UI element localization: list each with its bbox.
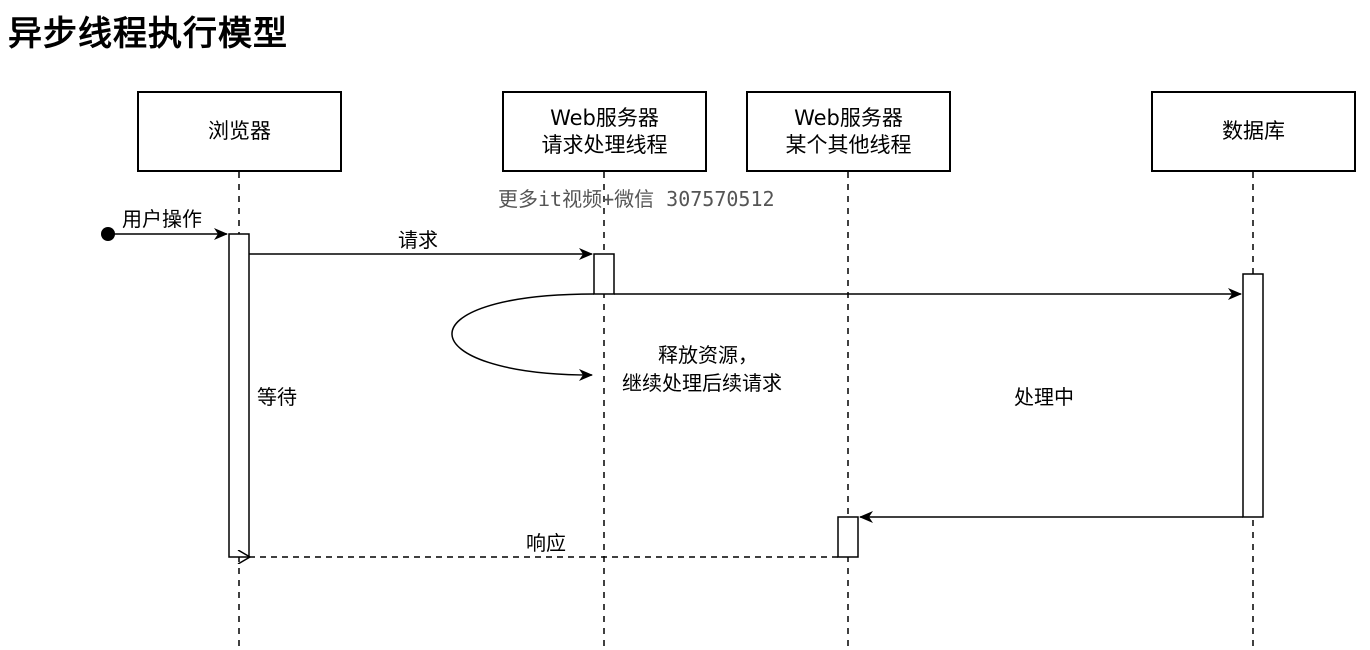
label-release-line1: 释放资源， — [658, 343, 758, 367]
label-response: 响应 — [526, 531, 566, 555]
participant-web-request: Web服务器 请求处理线程 — [502, 91, 707, 172]
participant-browser-label: 浏览器 — [208, 119, 271, 143]
participant-web-other-line2: 某个其他线程 — [785, 132, 912, 157]
participant-web-other: Web服务器 某个其他线程 — [746, 91, 951, 172]
arrow-release-loop — [451, 293, 595, 381]
participant-web-request-line2: 请求处理线程 — [541, 132, 668, 157]
participant-database-label: 数据库 — [1222, 119, 1285, 143]
participant-web-other-line1: Web服务器 — [794, 105, 903, 130]
label-user-action: 用户操作 — [122, 207, 202, 231]
watermark-text: 更多it视频+微信 307570512 — [498, 187, 775, 211]
participant-web-request-line1: Web服务器 — [550, 105, 659, 130]
label-processing: 处理中 — [1014, 385, 1074, 409]
label-release-line2: 继续处理后续请求 — [622, 371, 782, 395]
page-title: 异步线程执行模型 — [8, 14, 288, 54]
activation-web-request — [593, 253, 615, 295]
participant-browser: 浏览器 — [137, 91, 342, 172]
activation-browser — [228, 233, 250, 558]
activation-database — [1242, 273, 1264, 518]
label-request: 请求 — [398, 228, 438, 252]
label-waiting: 等待 — [257, 385, 297, 409]
activation-web-other — [837, 516, 859, 558]
participant-database: 数据库 — [1151, 91, 1356, 172]
